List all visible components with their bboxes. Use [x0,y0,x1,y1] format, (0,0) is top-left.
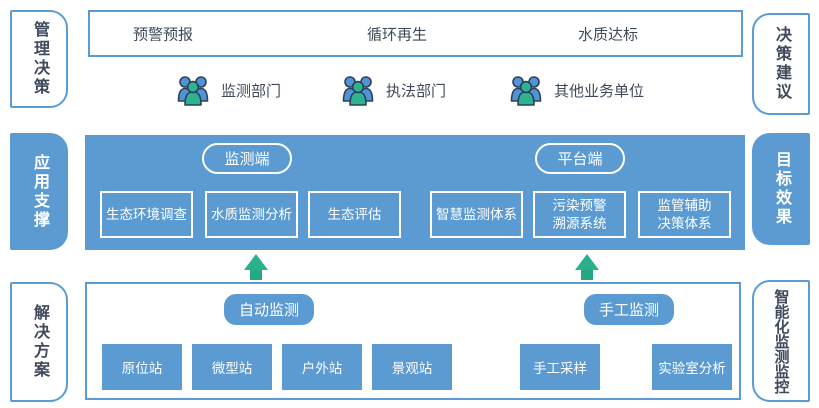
application-support-label: 应用支撑 [10,133,68,250]
manual-sampling-box: 手工采样 [520,344,600,390]
intelligent-monitoring-text: 智能化监测监控 [772,288,790,394]
people-group-icon [510,76,542,106]
goal-water-standard: 水质达标 [577,26,639,43]
station-outdoor: 户外站 [282,344,362,390]
outcomes-frame: 预警预报 循环再生 水质达标 [88,10,743,57]
station-micro: 微型站 [192,344,272,390]
station-in-situ: 原位站 [102,344,182,390]
target-effect-label: 目标效果 [752,133,810,245]
auto-monitoring-pill: 自动监测 [224,294,314,325]
intelligent-monitoring-label: 智能化监测监控 [752,280,810,402]
station-landscape: 景观站 [372,344,452,390]
application-band: 监测端 平台端 生态环境调查 水质监测分析 生态评估 智慧监测体系 污染预警 溯… [85,135,745,250]
module-decision-support: 监管辅助 决策体系 [638,191,731,238]
up-arrow-icon [244,254,268,280]
decision-suggestion-label: 决策建议 [752,13,810,115]
decision-suggestion-text: 决策建议 [773,26,790,102]
department-other-units-text: 其他业务单位 [554,83,645,100]
module-eco-survey: 生态环境调查 [100,191,193,238]
module-eco-assessment: 生态评估 [308,191,401,238]
goal-early-warning: 预警预报 [132,26,194,43]
module-smart-monitoring: 智慧监测体系 [430,191,523,238]
module-water-analysis: 水质监测分析 [205,191,298,238]
people-group-icon [177,76,209,106]
department-enforcement: 执法部门 [340,74,446,107]
department-enforcement-text: 执法部门 [386,83,447,100]
manual-monitoring-pill: 手工监测 [584,294,674,325]
goal-recycling: 循环再生 [366,26,428,43]
target-effect-text: 目标效果 [773,151,790,227]
department-monitoring-text: 监测部门 [221,83,282,100]
application-support-text: 应用支撑 [31,153,48,230]
module-pollution-warning: 污染预警 溯源系统 [533,191,626,238]
lab-analysis-box: 实验室分析 [652,344,732,390]
up-arrow-icon [575,254,599,280]
platform-side-pill: 平台端 [535,143,625,174]
solution-text: 解决方案 [31,304,48,380]
department-monitoring: 监测部门 [175,74,281,107]
people-group-icon [342,76,374,106]
department-other-units: 其他业务单位 [508,74,644,107]
management-decision-text: 管理决策 [31,21,48,97]
solution-frame: 自动监测 手工监测 原位站 微型站 户外站 景观站 手工采样 实验室分析 [85,282,741,400]
monitoring-side-pill: 监测端 [202,143,292,174]
solution-label: 解决方案 [10,282,68,402]
management-decision-label: 管理决策 [10,10,68,108]
